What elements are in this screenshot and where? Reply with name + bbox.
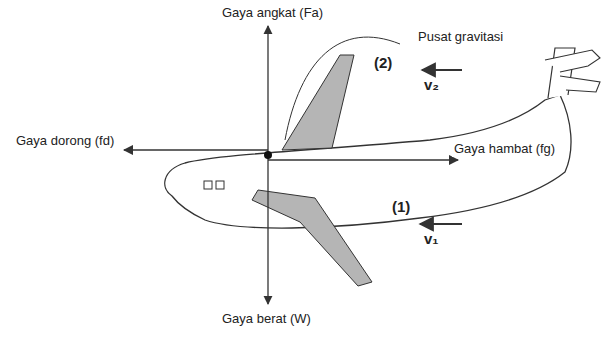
thrust-arrow <box>124 149 268 151</box>
fuselage <box>165 95 571 228</box>
weight-arrow <box>267 155 268 304</box>
force-label: Gaya berat (W) <box>220 312 313 327</box>
callout-number: (2) <box>374 54 392 71</box>
force-label: Gaya hambat (fg) <box>452 142 557 157</box>
upper-wing <box>282 55 354 150</box>
window <box>216 181 224 189</box>
drag-arrow <box>268 159 458 161</box>
velocity-label: v₁ <box>424 230 439 247</box>
tail-stabilizer <box>560 76 600 92</box>
force-label: Gaya angkat (Fa) <box>220 6 325 21</box>
leader-line <box>285 37 400 140</box>
force-label: Gaya dorong (fd) <box>14 134 116 149</box>
tail-stabilizer <box>545 50 600 72</box>
velocity-arrow <box>422 69 462 71</box>
lower-wing <box>252 190 372 286</box>
velocity-label: v₂ <box>424 76 439 93</box>
velocity-arrow <box>420 223 462 225</box>
callout-number: (1) <box>392 198 410 215</box>
window <box>204 181 212 189</box>
gravity-center <box>264 151 272 159</box>
annotation-label: Pusat gravitasi <box>418 30 503 45</box>
lift-arrow <box>267 26 268 155</box>
